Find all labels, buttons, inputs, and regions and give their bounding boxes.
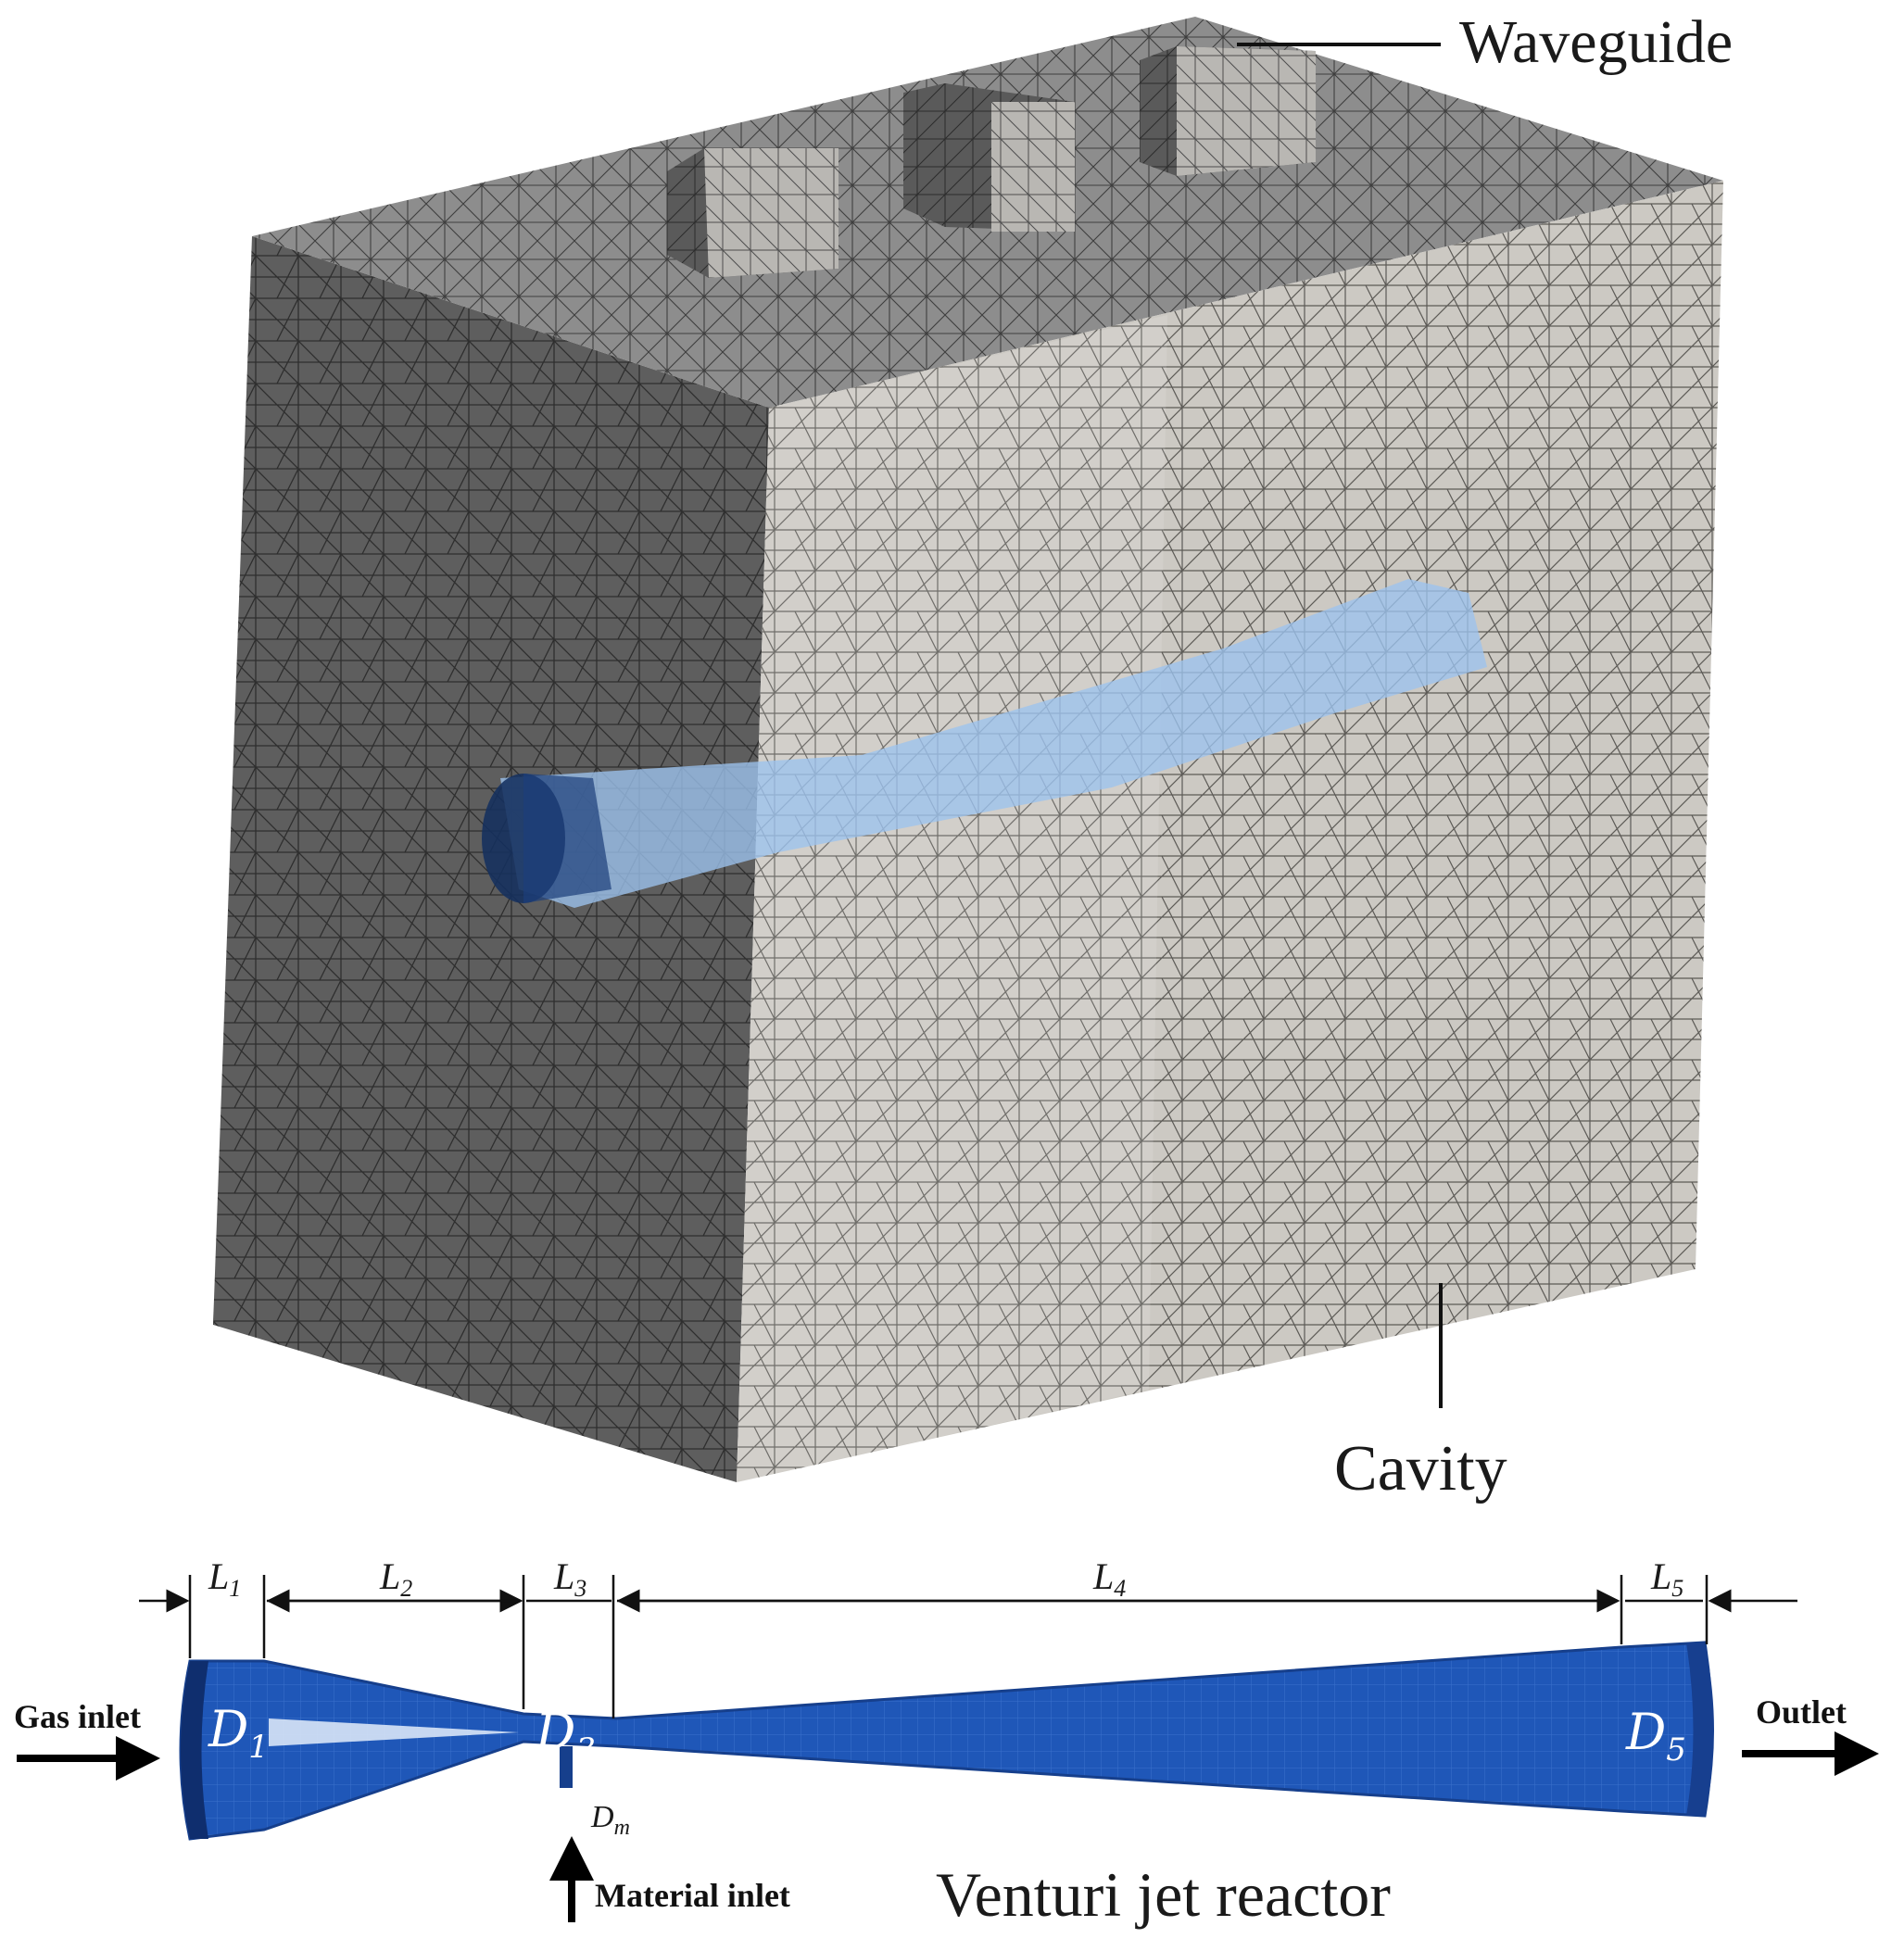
cavity-front-shade [737, 315, 1167, 1482]
material-inlet-label: Material inlet [595, 1877, 790, 1914]
jet-plume [482, 579, 1487, 908]
reactor-label: Venturi jet reactor [936, 1859, 1391, 1930]
waveguide-box-2 [903, 83, 1075, 232]
reactor-body [179, 1641, 1713, 1841]
diameter-label-3: D3 [535, 1703, 596, 1768]
gas-inlet-label: Gas inlet [14, 1698, 141, 1735]
diameter-label-5: D5 [1625, 1703, 1686, 1768]
length-label-2: L2 [379, 1555, 412, 1602]
length-label-1: L1 [208, 1555, 241, 1602]
waveguide-box-3 [1140, 46, 1316, 176]
outlet-label: Outlet [1756, 1693, 1847, 1731]
waveguide-box-1 [667, 148, 839, 278]
material-diameter-label: Dm [590, 1800, 630, 1840]
venturi-reactor [179, 1641, 1714, 1841]
dimension-lines [139, 1575, 1797, 1718]
reactor-core-jet [269, 1718, 519, 1746]
length-label-3: L3 [553, 1555, 586, 1602]
diameter-label-1: D1 [208, 1700, 269, 1766]
cavity-label: Cavity [1334, 1433, 1507, 1504]
length-label-4: L4 [1092, 1555, 1126, 1602]
material-inlet-tube [560, 1746, 573, 1788]
length-label-5: L5 [1650, 1555, 1683, 1602]
waveguide-label: Waveguide [1459, 8, 1733, 76]
cavity-front-face [737, 181, 1723, 1482]
